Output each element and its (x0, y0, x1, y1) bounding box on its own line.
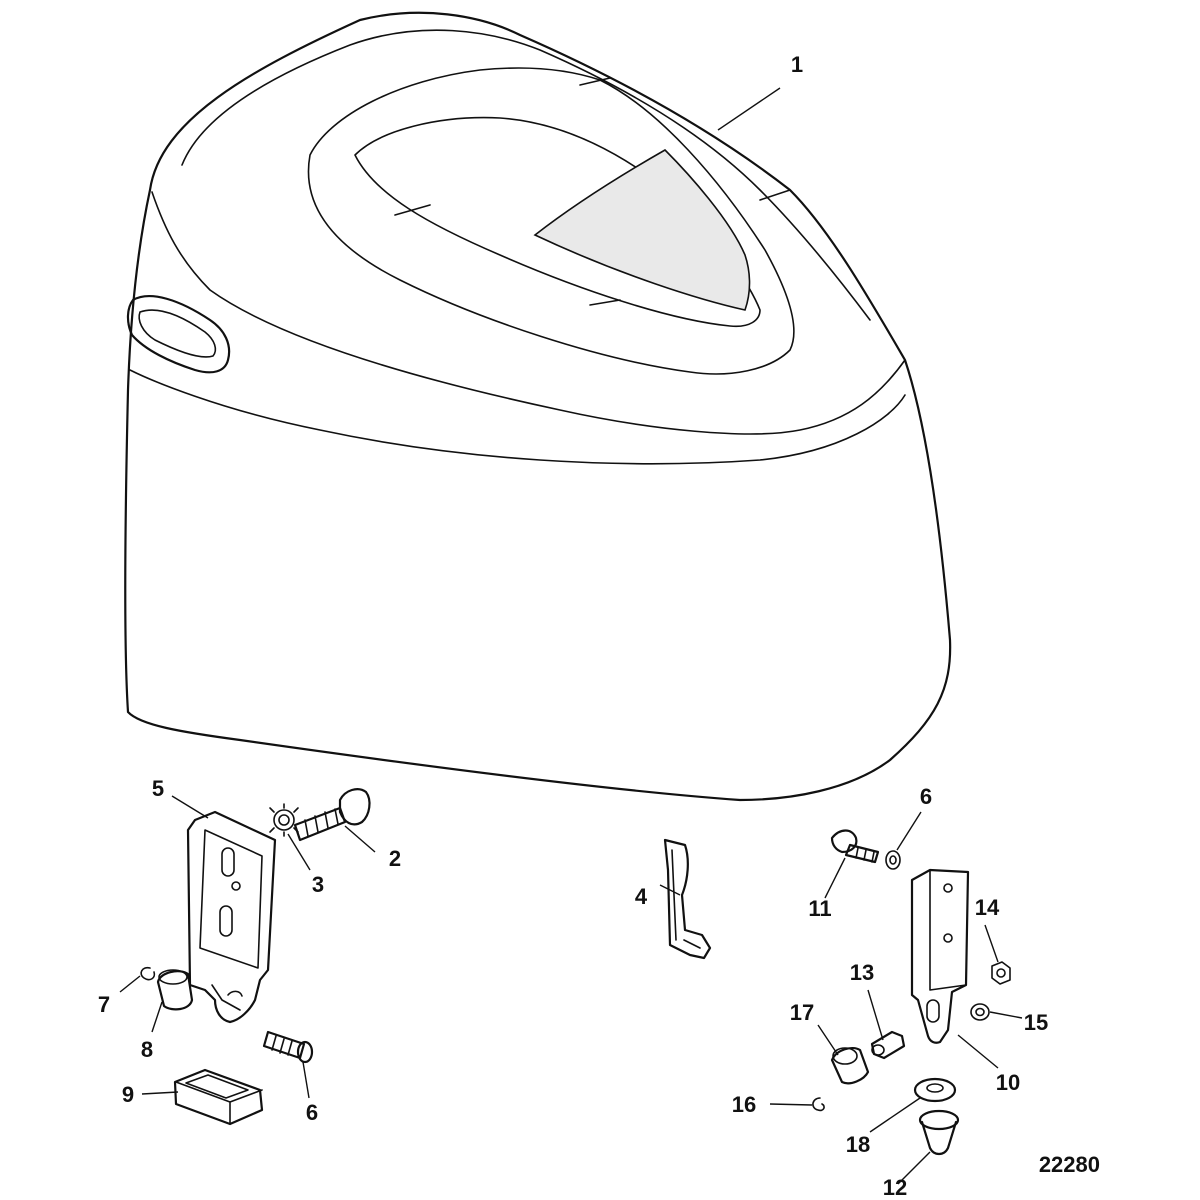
figure-number: 22280 (1039, 1152, 1100, 1177)
callout-6-upper: 6 (920, 784, 932, 809)
leader-4 (659, 884, 681, 896)
leader-6a (896, 811, 922, 851)
leader-6b (302, 1061, 310, 1099)
leader-14 (984, 924, 999, 963)
leader-2 (344, 825, 376, 853)
bracket-10 (910, 868, 970, 1044)
callout-16: 16 (732, 1092, 756, 1117)
leader-18 (869, 1097, 921, 1133)
callout-17: 17 (790, 1000, 814, 1025)
spacer-17 (830, 1046, 870, 1085)
leader-13 (867, 989, 884, 1041)
callout-8: 8 (141, 1037, 153, 1062)
callout-12: 12 (883, 1175, 907, 1200)
washer-6-upper (885, 850, 901, 870)
leader-5 (171, 795, 209, 819)
leader-1 (717, 87, 781, 131)
leader-12 (897, 1151, 931, 1185)
callout-2: 2 (389, 846, 401, 871)
callout-15: 15 (1024, 1010, 1048, 1035)
leader-8 (151, 1001, 163, 1033)
callout-11: 11 (808, 896, 831, 921)
nut-14 (991, 961, 1011, 985)
bolt-2 (293, 788, 371, 842)
callout-3: 3 (312, 872, 324, 897)
callout-5: 5 (152, 776, 164, 801)
lock-washer-3 (269, 803, 299, 837)
bracket-5 (186, 810, 277, 1024)
callout-6-lower: 6 (306, 1100, 318, 1125)
top-cowl (124, 11, 952, 802)
cushion-9 (173, 1068, 264, 1126)
e-clip-7 (140, 966, 156, 981)
clip-4 (663, 838, 712, 960)
callout-18: 18 (846, 1132, 870, 1157)
plug-12 (918, 1109, 960, 1156)
leader-7 (119, 975, 141, 993)
callout-10: 10 (996, 1070, 1020, 1095)
bolt-11 (830, 829, 880, 864)
leader-3 (287, 833, 311, 871)
pin-6-lower (262, 1030, 314, 1064)
leader-10 (957, 1034, 999, 1069)
callout-14: 14 (975, 895, 1000, 920)
leader-16 (769, 1103, 813, 1106)
leader-lines (119, 87, 1023, 1185)
callout-7: 7 (98, 992, 110, 1017)
callout-1: 1 (791, 52, 803, 77)
e-clip-16 (812, 1097, 825, 1112)
washer-15 (970, 1003, 990, 1021)
pin-13 (870, 1030, 906, 1060)
leader-11 (824, 857, 846, 899)
leader-17 (817, 1024, 839, 1056)
callouts: 1 2 3 4 5 6 6 7 8 9 10 11 12 13 14 15 16… (98, 52, 1048, 1200)
callout-13: 13 (850, 960, 874, 985)
spacer-8 (156, 969, 194, 1011)
callout-4: 4 (635, 884, 648, 909)
leader-15 (989, 1011, 1023, 1019)
leader-9 (141, 1091, 179, 1095)
callout-9: 9 (122, 1082, 134, 1107)
grommet-18 (913, 1077, 957, 1103)
